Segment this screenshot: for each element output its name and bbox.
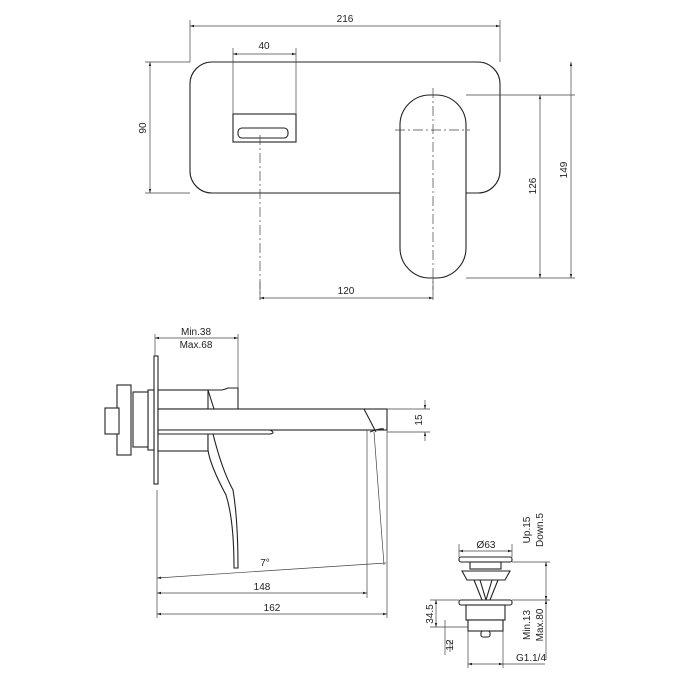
dim-min-38: Min.38 bbox=[181, 327, 211, 338]
wall-plate bbox=[189, 61, 501, 194]
dim-120: 120 bbox=[338, 286, 355, 297]
drain-cap bbox=[458, 556, 513, 563]
dim-diameter-63: Ø63 bbox=[477, 540, 496, 551]
dim-216: 216 bbox=[337, 14, 354, 25]
side-view: Min.38 Max.68 15 7° 148 162 bbox=[104, 327, 430, 618]
dim-max-68: Max.68 bbox=[180, 340, 213, 351]
lever-side bbox=[207, 433, 239, 569]
spout bbox=[157, 408, 388, 431]
pop-up-drain: Ø63 Up.15 Down.5 Min.13 Max.80 34.5 12 G… bbox=[425, 513, 550, 668]
dim-34-5: 34.5 bbox=[425, 604, 436, 624]
dim-thread-g114: G1.1/4 bbox=[516, 653, 546, 664]
dim-up-15: Up.15 bbox=[522, 516, 533, 543]
dim-angle-7: 7° bbox=[260, 558, 270, 569]
dim-down-5: Down.5 bbox=[535, 513, 546, 547]
dim-12: 12 bbox=[445, 639, 456, 651]
dim-126: 126 bbox=[528, 177, 539, 194]
dim-max-80: Max.80 bbox=[535, 608, 546, 641]
dim-149: 149 bbox=[559, 161, 570, 178]
wall-plate-side bbox=[153, 355, 159, 485]
dim-min-13: Min.13 bbox=[522, 610, 533, 640]
dim-148: 148 bbox=[254, 582, 271, 593]
dim-15: 15 bbox=[414, 414, 425, 426]
dim-40: 40 bbox=[258, 41, 270, 52]
top-view: 216 40 90 126 149 120 bbox=[138, 14, 575, 300]
dim-162: 162 bbox=[264, 603, 281, 614]
dim-90: 90 bbox=[138, 122, 149, 134]
